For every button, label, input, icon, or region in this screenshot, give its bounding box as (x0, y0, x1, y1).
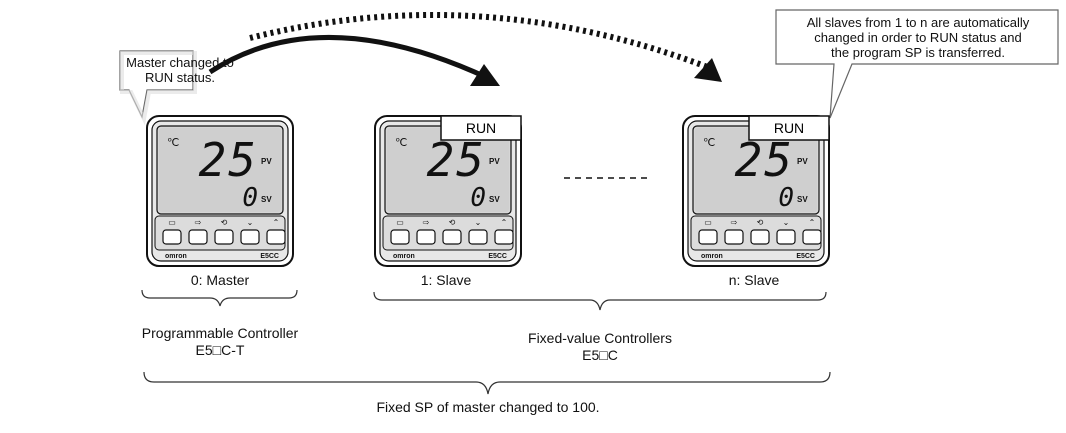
unit-label: ℃ (395, 137, 407, 149)
controller-unit: ℃ 25 PV 0 SV ▭ ⇨ ⟲ ⌄ ⌃ omron E5CC RUN (682, 115, 830, 267)
pv-value: 25 (427, 133, 486, 187)
key-button (750, 229, 770, 245)
master-label: 0: Master (190, 272, 250, 288)
slaves-bracket (373, 291, 827, 311)
pv-value: 25 (199, 133, 258, 187)
key-icon: ⌄ (783, 218, 790, 227)
key-icon: ▭ (396, 218, 404, 227)
controller-unit: ℃ 25 PV 0 SV ▭ ⇨ ⟲ ⌄ ⌃ omron E5CC RUN (374, 115, 522, 267)
slaves-callout-bubble (775, 9, 1059, 119)
solid-arrow-head (470, 64, 500, 86)
key-button (390, 229, 410, 245)
key-icon: ⇨ (731, 218, 738, 227)
key-button (468, 229, 488, 245)
key-button (188, 229, 208, 245)
sv-tag: SV (797, 195, 808, 204)
slaven-label: n: Slave (728, 272, 780, 288)
slaves-callout-text: All slaves from 1 to n are automatically… (806, 15, 1030, 60)
sv-value: 0 (242, 183, 258, 213)
key-icon: ⟲ (449, 218, 456, 227)
brand-label: omron (701, 253, 723, 260)
brand-label: omron (393, 253, 415, 260)
master-callout-text: Master changed to RUN status. (126, 55, 234, 85)
master-bracket (141, 289, 298, 307)
sv-tag: SV (261, 195, 272, 204)
dotted-curve-arrow (249, 11, 712, 71)
key-button (724, 229, 744, 245)
key-icon: ⇨ (423, 218, 430, 227)
key-button (162, 229, 182, 245)
run-badge (748, 115, 830, 141)
key-icon: ▭ (704, 218, 712, 227)
programmable-controller-label: Programmable Controller E5□C-T (141, 325, 299, 358)
model-label: E5CC (796, 253, 815, 260)
solid-curve-arrow (208, 35, 490, 81)
key-button (442, 229, 462, 245)
key-button (416, 229, 436, 245)
model-label: E5CC (488, 253, 507, 260)
controller-unit: ℃ 25 PV 0 SV ▭ ⇨ ⟲ ⌄ ⌃ omron E5CC (146, 115, 294, 267)
brand-label: omron (165, 253, 187, 260)
sv-tag: SV (489, 195, 500, 204)
run-badge (440, 115, 522, 141)
key-icon: ⌃ (273, 218, 280, 227)
unit-label: ℃ (703, 137, 715, 149)
key-button (266, 229, 286, 245)
pv-tag: PV (797, 157, 808, 166)
key-button (240, 229, 260, 245)
key-button (214, 229, 234, 245)
key-button (776, 229, 796, 245)
slave1-label: 1: Slave (420, 272, 472, 288)
unit-label: ℃ (167, 137, 179, 149)
key-button (802, 229, 822, 245)
key-icon: ▭ (168, 218, 176, 227)
key-icon: ⌄ (247, 218, 254, 227)
dotted-arrow-head (694, 58, 722, 82)
key-icon: ⌃ (501, 218, 508, 227)
key-icon: ⟲ (221, 218, 228, 227)
key-icon: ⟲ (757, 218, 764, 227)
model-label: E5CC (260, 253, 279, 260)
key-icon: ⌄ (475, 218, 482, 227)
sv-value: 0 (470, 183, 486, 213)
run-badge-text: RUN (466, 120, 496, 136)
sv-value: 0 (778, 183, 794, 213)
pv-tag: PV (489, 157, 500, 166)
key-button (698, 229, 718, 245)
key-icon: ⇨ (195, 218, 202, 227)
pv-tag: PV (261, 157, 272, 166)
pv-value: 25 (735, 133, 794, 187)
key-button (494, 229, 514, 245)
fixed-value-controllers-label: Fixed-value Controllers E5□C (528, 330, 672, 363)
key-icon: ⌃ (809, 218, 816, 227)
bottom-caption: Fixed SP of master changed to 100. (376, 399, 600, 415)
run-badge-text: RUN (774, 120, 804, 136)
all-bracket (143, 371, 831, 395)
